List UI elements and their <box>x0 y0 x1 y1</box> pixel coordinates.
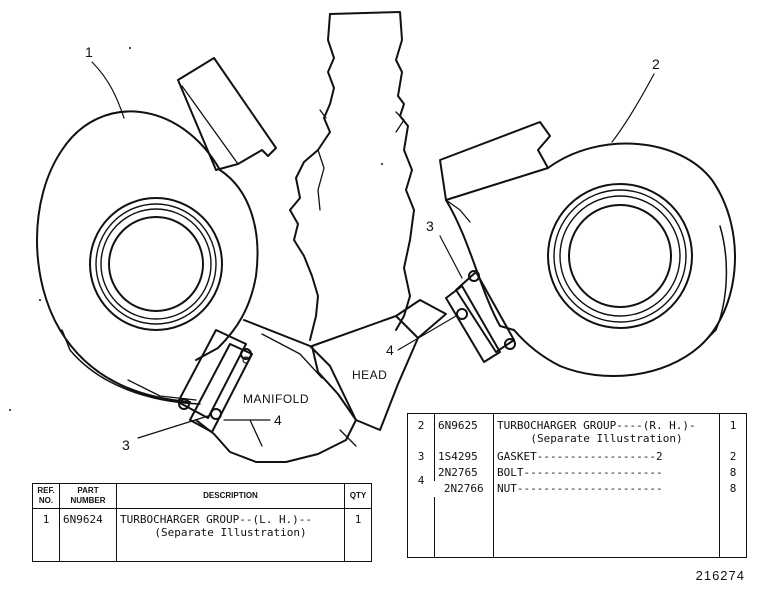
ref-cell: 4 <box>417 474 425 488</box>
desc-cell: NUT---------------------- <box>493 480 720 497</box>
desc-text: TURBOCHARGER GROUP--(L. H.)-- <box>120 513 313 526</box>
header-ref-no: REF. NO. <box>32 483 60 509</box>
head-label: HEAD <box>352 368 388 382</box>
engine-head-outline <box>195 11 447 463</box>
table-filler-row <box>408 497 747 558</box>
header-part-number: PART NUMBER <box>59 483 117 509</box>
part-cell: 6N9625 <box>434 413 494 449</box>
filler-cell <box>434 497 494 558</box>
callout-3-left: 3 <box>122 437 130 453</box>
callout-1: 1 <box>85 44 93 60</box>
ref-cell: 1 <box>32 508 60 562</box>
filler-cell <box>408 497 435 558</box>
table-row: 1 6N9624 TURBOCHARGER GROUP--(L. H.)-- (… <box>32 508 372 562</box>
part-cell: 2N2766 <box>443 481 484 495</box>
filler-cell <box>493 497 720 558</box>
manifold-label: MANIFOLD <box>243 392 310 406</box>
part-cell: 6N9624 <box>59 508 117 562</box>
qty-cell: 8 <box>719 480 747 497</box>
callout-4-right: 4 <box>386 342 394 358</box>
parts-table-left: REF. NO. PART NUMBER DESCRIPTION QTY 1 6… <box>32 483 372 562</box>
right-mounting-flange <box>445 270 516 363</box>
desc-text: TURBOCHARGER GROUP----(R. H.)- <box>497 419 696 432</box>
document-number: 216274 <box>695 568 745 583</box>
part-cell: 1S4295 <box>434 448 494 465</box>
desc-subtext: (Separate Illustration) <box>530 432 683 445</box>
callout-4-left: 4 <box>274 412 282 428</box>
filler-cell <box>719 497 747 558</box>
table-row: 4 2N2765 BOLT--------------------- 8 <box>408 464 747 487</box>
header-description: DESCRIPTION <box>116 483 345 509</box>
table-row: 3 1S4295 GASKET------------------2 2 <box>408 448 747 465</box>
leader-lines <box>91 61 655 439</box>
desc-cell: BOLT--------------------- <box>493 464 720 481</box>
qty-cell: 8 <box>719 464 747 481</box>
parts-table-right: 2 6N9625 TURBOCHARGER GROUP----(R. H.)- … <box>407 413 747 558</box>
turbocharger-left <box>36 57 277 405</box>
qty-cell: 2 <box>719 448 747 465</box>
desc-subtext: (Separate Illustration) <box>154 526 307 539</box>
table-row: 2N2766 NUT---------------------- 8 <box>408 480 747 497</box>
desc-cell: TURBOCHARGER GROUP--(L. H.)-- (Separate … <box>116 508 345 562</box>
callout-2: 2 <box>652 56 660 72</box>
header-qty: QTY <box>344 483 372 509</box>
table-row: 2 6N9625 TURBOCHARGER GROUP----(R. H.)- … <box>408 413 747 449</box>
qty-cell: 1 <box>344 508 372 562</box>
desc-cell: GASKET------------------2 <box>493 448 720 465</box>
ref-cell: 2 <box>417 419 425 432</box>
desc-cell: TURBOCHARGER GROUP----(R. H.)- (Separate… <box>493 413 720 449</box>
callout-3-right: 3 <box>426 218 434 234</box>
qty-cell: 1 <box>719 413 747 449</box>
left-mounting-flange <box>177 329 253 433</box>
ref-cell: 3 <box>417 449 425 463</box>
part-cell: 2N2765 <box>434 464 494 481</box>
turbocharger-right <box>439 121 736 378</box>
